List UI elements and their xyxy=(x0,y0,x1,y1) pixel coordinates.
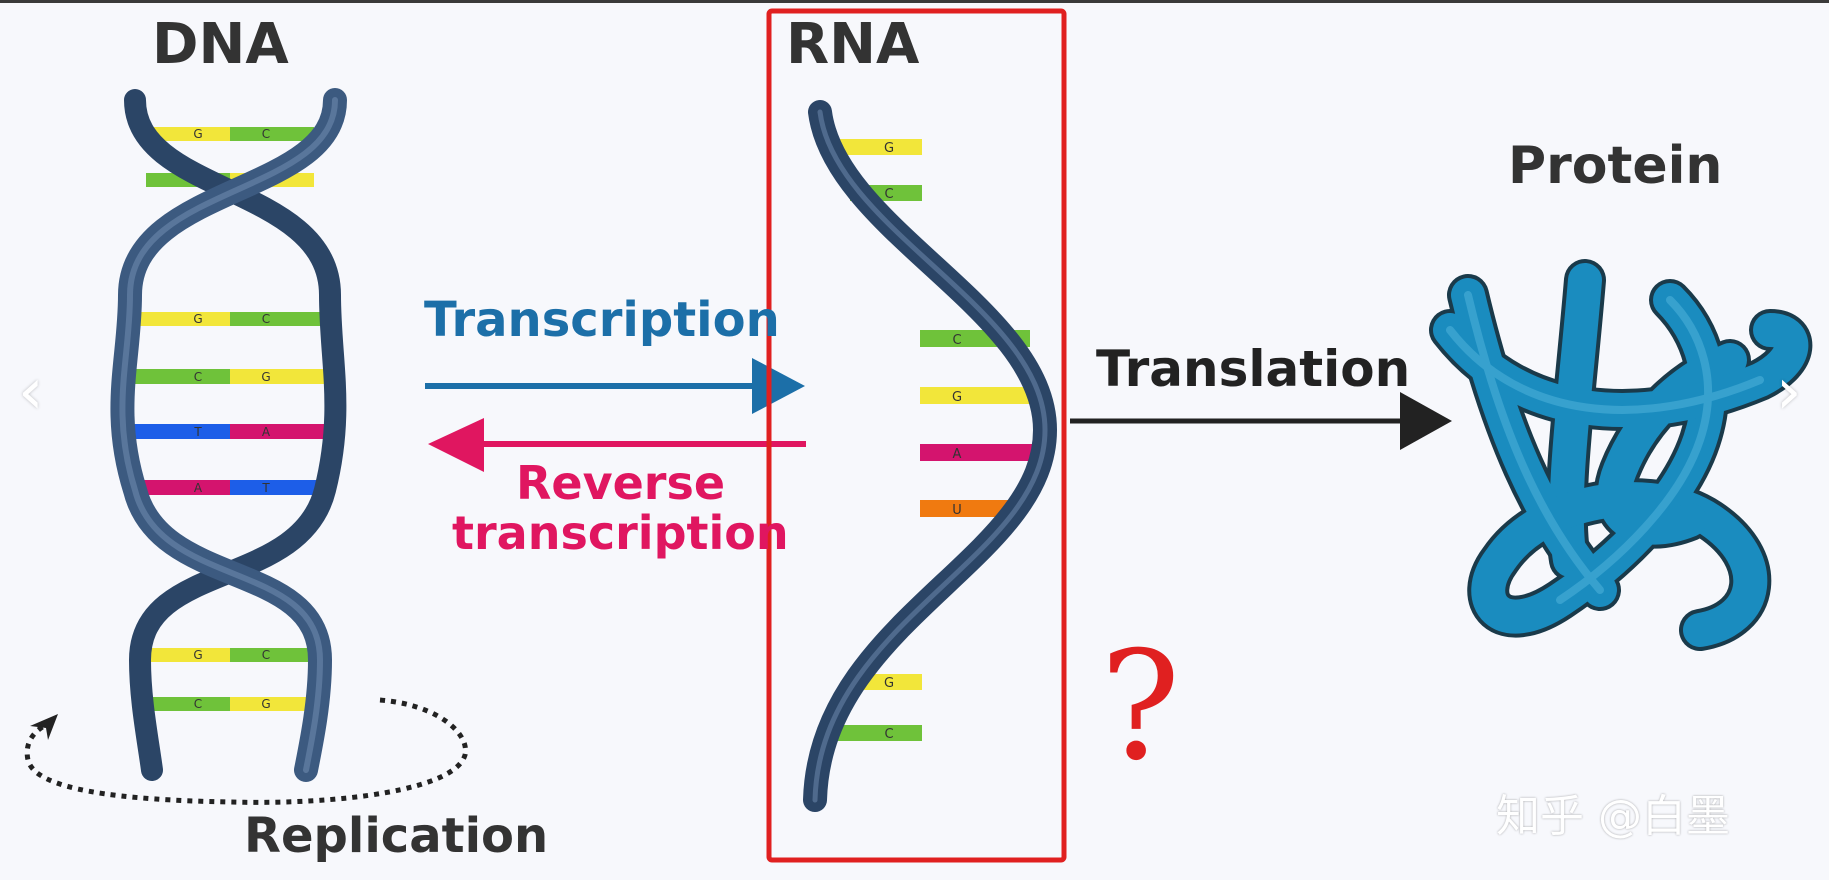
watermark: 知乎 @白墨 xyxy=(1496,791,1730,842)
translation-label: Translation xyxy=(1096,340,1411,398)
rna-base: G xyxy=(836,139,922,156)
dna-base: C xyxy=(262,648,270,662)
svg-text:G: G xyxy=(884,676,894,691)
rna-strand: G C C G A U G C xyxy=(803,100,1058,812)
dna-base: T xyxy=(193,425,202,439)
dna-title: DNA xyxy=(152,12,289,77)
dna-pair: G C xyxy=(126,312,334,326)
dna-base: G xyxy=(193,648,202,662)
svg-text:C: C xyxy=(884,727,893,742)
dna-base: T xyxy=(261,481,270,495)
svg-text:C: C xyxy=(952,333,961,348)
dna-base: G xyxy=(193,127,202,141)
dna-base: C xyxy=(262,127,270,141)
svg-text:A: A xyxy=(953,447,962,462)
dna-base: C xyxy=(194,697,202,711)
dna-base: G xyxy=(193,312,202,326)
reverse-transcription-label-line1: Reverse xyxy=(516,456,726,510)
rna-highlight-box xyxy=(766,8,1067,863)
rna-base: C xyxy=(836,725,922,742)
svg-text:U: U xyxy=(952,503,962,518)
top-border xyxy=(0,0,1829,3)
rna-base: A xyxy=(920,444,1038,462)
reverse-transcription-arrow xyxy=(428,418,806,472)
svg-text:C: C xyxy=(884,187,893,202)
dna-pair: C G xyxy=(144,697,316,711)
replication-label: Replication xyxy=(244,808,549,864)
replication-arrowhead xyxy=(30,714,58,740)
next-arrow-button[interactable]: › xyxy=(1776,355,1802,429)
rna-base: G xyxy=(920,387,1038,405)
reverse-transcription-label-line2: transcription xyxy=(452,506,789,560)
dna-base: A xyxy=(194,481,203,495)
dna-pair: A T xyxy=(140,480,320,495)
svg-text:G: G xyxy=(884,141,894,156)
question-mark: ? xyxy=(1100,620,1181,794)
replication-loop xyxy=(24,697,469,805)
transcription-label: Transcription xyxy=(424,292,780,348)
svg-text:G: G xyxy=(952,390,962,405)
dna-pair: C G xyxy=(120,369,340,384)
rna-base: U xyxy=(920,500,1020,518)
dna-pair: G C xyxy=(150,648,310,662)
dna-base: G xyxy=(261,370,270,384)
dna-base: C xyxy=(194,370,202,384)
rna-title: RNA xyxy=(786,12,920,77)
dna-helix: G C C G G C C G T A xyxy=(110,88,347,782)
dna-base: C xyxy=(262,312,270,326)
transcription-arrow xyxy=(425,358,805,414)
translation-arrow xyxy=(1070,392,1452,450)
dna-pair: T A xyxy=(122,424,338,439)
protein-title: Protein xyxy=(1508,136,1723,196)
dna-base: G xyxy=(261,697,270,711)
protein-structure xyxy=(1429,259,1813,651)
dna-base: A xyxy=(262,425,271,439)
prev-arrow-button[interactable]: ‹ xyxy=(18,355,44,429)
dna-pair: G C xyxy=(146,127,314,141)
